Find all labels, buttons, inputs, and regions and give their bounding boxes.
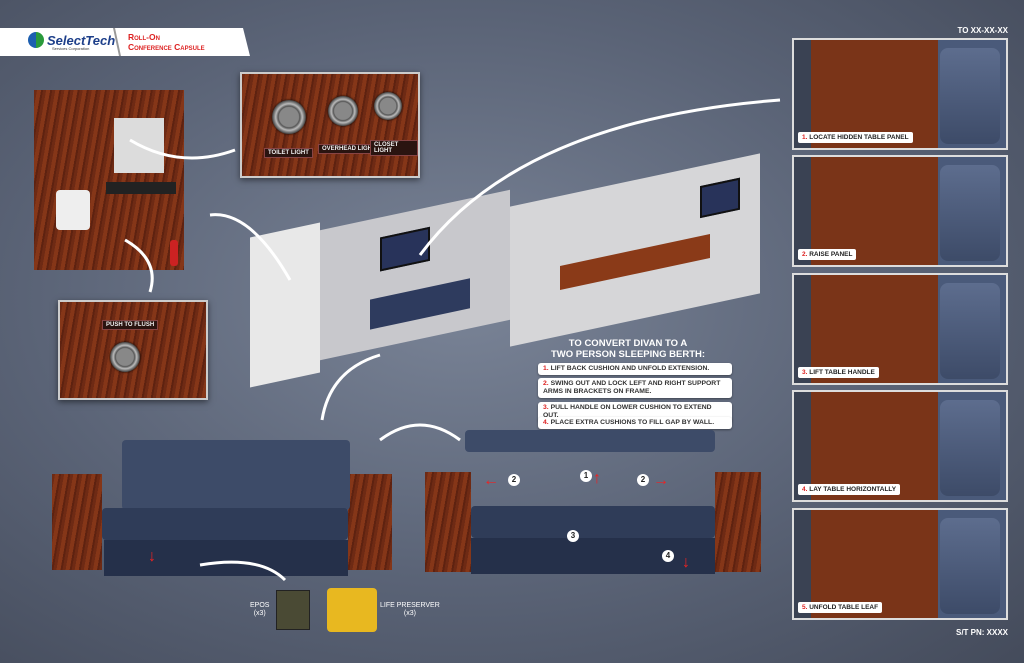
table-step-label: 5. UNFOLD TABLE LEAF bbox=[798, 602, 883, 613]
table-step-panel: 1. LOCATE HIDDEN TABLE PANEL bbox=[792, 38, 1008, 150]
life-preserver-image bbox=[327, 588, 377, 632]
marker: 2 bbox=[508, 474, 520, 486]
flush-panel: PUSH TO FLUSH bbox=[58, 300, 208, 400]
seat bbox=[940, 400, 1000, 496]
seat-cushions bbox=[471, 506, 715, 538]
table-step-panel: 5. UNFOLD TABLE LEAF bbox=[792, 508, 1008, 620]
step-number: 4. bbox=[543, 419, 549, 426]
table-step-label: 1. LOCATE HIDDEN TABLE PANEL bbox=[798, 132, 913, 143]
right-cabinet bbox=[348, 474, 392, 570]
storage-drawer[interactable] bbox=[104, 540, 348, 576]
step-text: SWING OUT AND LOCK LEFT AND RIGHT SUPPOR… bbox=[543, 380, 721, 395]
extended-cushion bbox=[471, 538, 715, 574]
life-preserver-label: LIFE PRESERVER bbox=[380, 602, 440, 609]
selecttech-logo: SelectTech bbox=[28, 32, 115, 48]
sink-counter bbox=[106, 182, 176, 194]
step-text: RAISE PANEL bbox=[809, 251, 853, 258]
step-number: 1. bbox=[543, 365, 549, 372]
seat bbox=[940, 518, 1000, 614]
brand-subtitle: Services Corporation bbox=[52, 46, 90, 51]
connector-arrow bbox=[124, 238, 154, 293]
part-number-label: S/T PN: XXXX bbox=[955, 628, 1008, 637]
fire-extinguisher bbox=[170, 240, 178, 266]
title-line-2: Conference Capsule bbox=[128, 42, 205, 52]
divan-berth-render: 2 1 2 3 4 ← ↑ → ↓ bbox=[425, 430, 765, 580]
conversion-step: 4. PLACE EXTRA CUSHIONS TO FILL GAP BY W… bbox=[538, 417, 732, 429]
connector-arrow bbox=[418, 98, 781, 256]
table-step-panel: 3. LIFT TABLE HANDLE bbox=[792, 273, 1008, 385]
table-step-panel: 4. LAY TABLE HORIZONTALLY bbox=[792, 390, 1008, 502]
closet-light-label: CLOSET LIGHT bbox=[370, 140, 418, 156]
closet-light-button[interactable] bbox=[374, 92, 402, 120]
toilet-light-button[interactable] bbox=[272, 100, 306, 134]
seat-cushions bbox=[102, 508, 348, 540]
epos-caption: EPOS(x3) bbox=[250, 602, 269, 618]
table-step-label: 3. LIFT TABLE HANDLE bbox=[798, 367, 879, 378]
marker: 2 bbox=[637, 474, 649, 486]
marker: 1 bbox=[580, 470, 592, 482]
step-number: 1. bbox=[802, 134, 808, 141]
right-arrow-icon: → bbox=[653, 472, 669, 489]
conversion-title-line-1: TO CONVERT DIVAN TO A bbox=[568, 338, 688, 349]
table-step-label: 2. RAISE PANEL bbox=[798, 249, 857, 260]
step-text: LOCATE HIDDEN TABLE PANEL bbox=[809, 134, 909, 141]
life-preserver-caption: LIFE PRESERVER(x3) bbox=[380, 602, 440, 618]
seat bbox=[940, 283, 1000, 379]
left-arrow-icon: ← bbox=[483, 472, 499, 489]
life-preserver-qty: (x3) bbox=[403, 610, 416, 617]
conversion-title-line-2: TWO PERSON SLEEPING BERTH: bbox=[550, 349, 706, 360]
raised-back-cushion bbox=[465, 430, 715, 452]
connector-arrow bbox=[209, 213, 292, 281]
step-text: PULL HANDLE ON LOWER CUSHION TO EXTEND O… bbox=[543, 404, 712, 419]
step-text: PLACE EXTRA CUSHIONS TO FILL GAP BY WALL… bbox=[550, 419, 715, 426]
epos-qty: (x3) bbox=[253, 610, 266, 617]
seat bbox=[940, 48, 1000, 144]
table-step-label: 4. LAY TABLE HORIZONTALLY bbox=[798, 484, 901, 495]
seat bbox=[940, 165, 1000, 261]
light-switch-panel: TOILET LIGHT OVERHEAD LIGHT CLOSET LIGHT bbox=[240, 72, 420, 178]
flush-label: PUSH TO FLUSH bbox=[102, 320, 159, 330]
connector-arrow bbox=[379, 423, 461, 442]
step-number: 3. bbox=[543, 404, 549, 411]
conversion-step: 1. LIFT BACK CUSHION AND UNFOLD EXTENSIO… bbox=[538, 363, 732, 375]
brand-name: SelectTech bbox=[47, 32, 116, 48]
toilet-light-label: TOILET LIGHT bbox=[264, 148, 313, 158]
step-text: UNFOLD TABLE LEAF bbox=[809, 604, 879, 611]
overhead-light-button[interactable] bbox=[328, 96, 358, 126]
table-step-panel: 2. RAISE PANEL bbox=[792, 155, 1008, 267]
left-cabinet bbox=[52, 474, 102, 570]
revision-label: TO XX-XX-XX bbox=[957, 26, 1008, 35]
down-arrow-icon: ↓ bbox=[148, 548, 156, 565]
step-number: 5. bbox=[802, 604, 808, 611]
conversion-step: 2. SWING OUT AND LOCK LEFT AND RIGHT SUP… bbox=[538, 378, 732, 398]
toilet bbox=[56, 190, 90, 230]
connector-arrow bbox=[129, 138, 236, 160]
step-number: 4. bbox=[802, 486, 808, 493]
marker: 3 bbox=[567, 530, 579, 542]
epos-label: EPOS bbox=[250, 602, 270, 609]
connector-arrow bbox=[199, 560, 287, 582]
flush-button[interactable] bbox=[110, 342, 140, 372]
step-number: 3. bbox=[802, 369, 808, 376]
connector-arrow bbox=[320, 353, 381, 421]
down-arrow-icon: ↓ bbox=[682, 554, 690, 571]
step-text: LIFT TABLE HANDLE bbox=[809, 369, 875, 376]
up-arrow-icon: ↑ bbox=[593, 470, 601, 487]
back-cushions bbox=[122, 440, 350, 510]
step-number: 2. bbox=[543, 380, 549, 387]
marker: 4 bbox=[662, 550, 674, 562]
step-number: 2. bbox=[802, 251, 808, 258]
right-cabinet bbox=[715, 472, 761, 572]
epos-image bbox=[276, 590, 310, 630]
step-text: LAY TABLE HORIZONTALLY bbox=[809, 486, 897, 493]
left-cabinet bbox=[425, 472, 471, 572]
title-line-1: Roll-On bbox=[128, 32, 160, 42]
divan-seating-render: ↓ bbox=[52, 438, 392, 578]
logo-mark-icon bbox=[28, 32, 44, 48]
step-text: LIFT BACK CUSHION AND UNFOLD EXTENSION. bbox=[550, 365, 710, 372]
